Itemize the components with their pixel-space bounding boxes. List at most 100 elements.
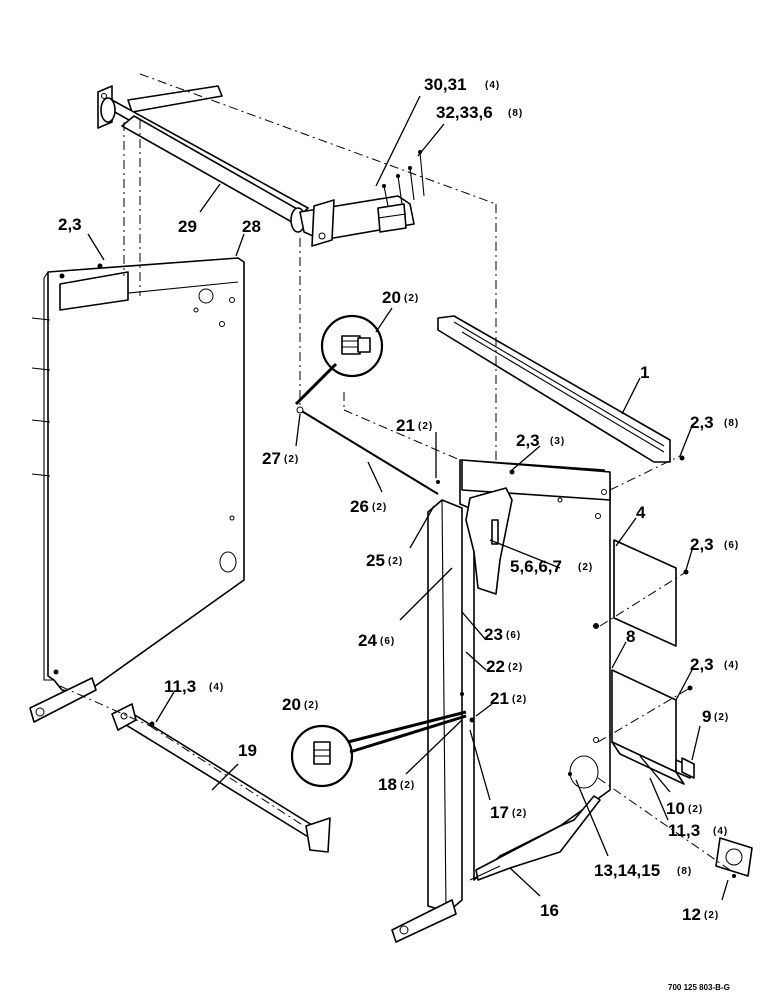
callout-11-3-right: 11,3 (4): [668, 821, 728, 840]
svg-text:(2): (2): [508, 662, 523, 673]
svg-text:(2): (2): [304, 700, 319, 711]
top-strip: [437, 315, 671, 463]
callout-8: 8: [626, 627, 635, 646]
callout-2-3-top-left: 2,3: [58, 215, 82, 234]
svg-text:(2): (2): [404, 293, 419, 304]
callout-9: 9(2): [702, 707, 729, 726]
fasteners: [149, 455, 736, 878]
detail-circle-upper: [294, 314, 384, 406]
svg-text:(8): (8): [677, 866, 692, 877]
cross-tube-assembly: [97, 85, 425, 247]
svg-text:(8): (8): [724, 418, 739, 429]
svg-text:23: 23: [484, 625, 503, 644]
callout-28: 28: [242, 217, 261, 236]
svg-text:(4): (4): [724, 660, 739, 671]
svg-text:2,3: 2,3: [690, 655, 714, 674]
svg-text:(8): (8): [508, 108, 523, 119]
callout-26: 26(2): [350, 497, 387, 516]
callout-16: 16: [540, 901, 559, 920]
svg-text:(2): (2): [418, 421, 433, 432]
callout-labels: 30,31(4) 32,33,6(8) 2,3 29 28 20(2) 1 2,…: [58, 75, 739, 992]
svg-text:(6): (6): [724, 540, 739, 551]
svg-text:10: 10: [666, 799, 685, 818]
callout-11-3-left: 11,3 (4): [164, 677, 224, 696]
svg-text:13,14,15: 13,14,15: [594, 861, 660, 880]
svg-text:17: 17: [490, 803, 509, 822]
callout-2-3-eight: 2,3(8): [690, 413, 739, 432]
svg-text:18: 18: [378, 775, 397, 794]
svg-text:21: 21: [396, 416, 415, 435]
svg-text:(4): (4): [485, 80, 500, 91]
callout-25: 25(2): [366, 551, 403, 570]
callout-2-3-six: 2,3 (6): [690, 535, 739, 554]
detail-circle-lower: [290, 710, 467, 788]
callout-21-upper: 21(2): [396, 416, 433, 435]
plate-12: [715, 837, 753, 877]
svg-text:(2): (2): [578, 562, 593, 573]
svg-text:(4): (4): [209, 682, 224, 693]
svg-text:28: 28: [242, 217, 261, 236]
svg-text:22: 22: [486, 657, 505, 676]
callout-21-lower: 21(2): [490, 689, 527, 708]
svg-text:19: 19: [238, 741, 257, 760]
callout-20-lower: 20(2): [282, 695, 319, 714]
svg-text:12: 12: [682, 905, 701, 924]
bracket-9: [681, 757, 695, 779]
svg-text:(6): (6): [380, 636, 395, 647]
leader-lines: [87, 95, 729, 901]
svg-text:(6): (6): [506, 630, 521, 641]
document-number: 700 125 803-B-G: [668, 983, 730, 992]
svg-text:(4): (4): [713, 826, 728, 837]
callout-19: 19: [238, 741, 257, 760]
svg-text:(2): (2): [714, 712, 729, 723]
svg-text:1: 1: [640, 363, 649, 382]
svg-text:21: 21: [490, 689, 509, 708]
callout-23: 23(6): [484, 625, 521, 644]
callout-12: 12(2): [682, 905, 719, 924]
callout-24: 24(6): [358, 631, 395, 650]
svg-text:11,3: 11,3: [164, 677, 196, 696]
right-side-panel: [391, 459, 611, 943]
svg-text:25: 25: [366, 551, 385, 570]
svg-text:(2): (2): [704, 910, 719, 921]
svg-text:11,3: 11,3: [668, 821, 700, 840]
callout-10: 10(2): [666, 799, 703, 818]
svg-text:2,3: 2,3: [690, 535, 714, 554]
callout-29: 29: [178, 217, 197, 236]
cable-26: [296, 406, 439, 495]
svg-text:(2): (2): [512, 694, 527, 705]
svg-text:(2): (2): [388, 556, 403, 567]
callout-2-3-three: 2,3(3): [516, 431, 565, 450]
svg-text:(3): (3): [550, 436, 565, 447]
svg-text:29: 29: [178, 217, 197, 236]
svg-text:32,33,6: 32,33,6: [436, 103, 493, 122]
svg-text:20: 20: [282, 695, 301, 714]
callout-13-14-15: 13,14,15 (8): [594, 861, 692, 880]
svg-text:20: 20: [382, 288, 401, 307]
callout-1: 1: [640, 363, 649, 382]
svg-text:2,3: 2,3: [58, 215, 82, 234]
svg-text:24: 24: [358, 631, 377, 650]
callout-2-3-four: 2,3 (4): [690, 655, 739, 674]
callout-5-6-6-7: 5,6,6,7(2): [510, 557, 593, 576]
svg-text:27: 27: [262, 449, 281, 468]
callout-20-upper: 20(2): [382, 288, 419, 307]
rod-19: [111, 703, 331, 853]
svg-text:(2): (2): [688, 804, 703, 815]
svg-text:(2): (2): [372, 502, 387, 513]
sheet-4: [613, 539, 677, 647]
callout-22: 22(2): [486, 657, 523, 676]
callout-27: 27(2): [262, 449, 299, 468]
assembly-lines: [59, 73, 731, 871]
sheet-8: [611, 669, 691, 785]
svg-text:(2): (2): [284, 454, 299, 465]
svg-text:4: 4: [636, 503, 646, 522]
callout-17: 17(2): [490, 803, 526, 822]
svg-text:26: 26: [350, 497, 369, 516]
callout-32-33-6: 32,33,6 (8): [436, 103, 523, 122]
left-side-panel: [29, 257, 245, 723]
svg-text:30,31: 30,31: [424, 75, 467, 94]
callout-18: 18(2): [378, 775, 415, 794]
svg-text:(2): (2): [400, 780, 415, 791]
